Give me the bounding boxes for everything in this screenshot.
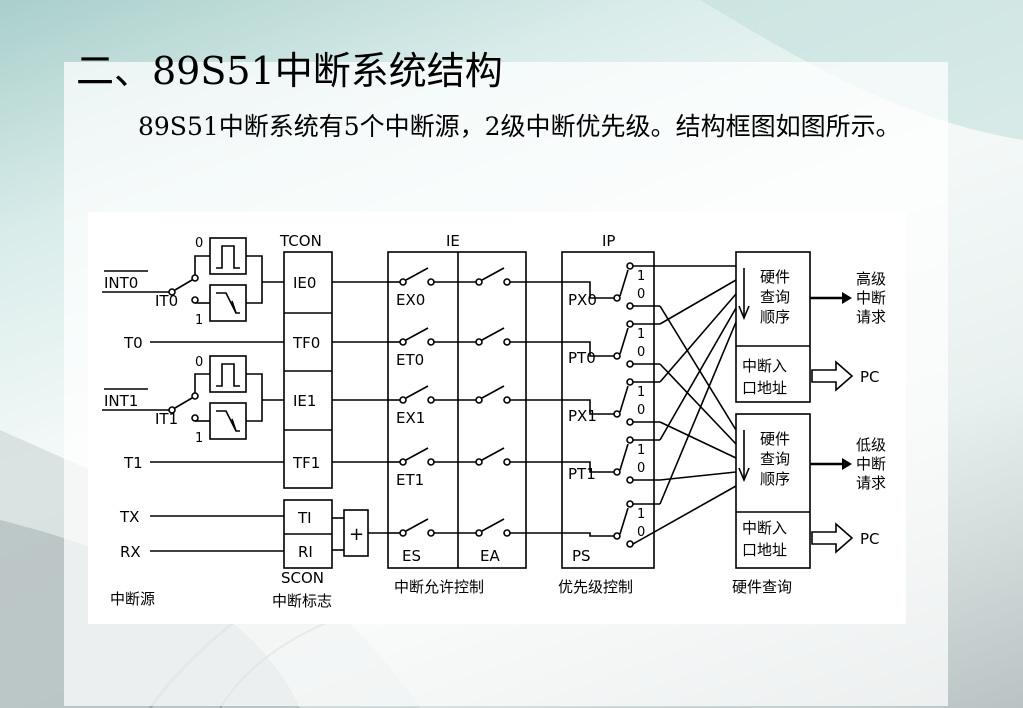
or-gate-symbol: + — [349, 524, 364, 545]
ie-switch-es: ES — [402, 547, 421, 565]
ie-switch-et0: ET0 — [396, 351, 424, 369]
t1-label: T1 — [123, 454, 143, 472]
vector-address-low: 中断入口地址 — [742, 519, 787, 559]
ip-switch-px1: PX1 — [568, 407, 597, 425]
low-priority-request: 低级中断请求 — [856, 436, 886, 492]
enable-caption: 中断允许控制 — [394, 578, 484, 596]
hw-query-order-high: 硬件查询顺序 — [760, 268, 790, 326]
ip-px1-state-0: 0 — [637, 403, 645, 418]
ip-switch-ps: PS — [572, 547, 591, 565]
int0-state-0: 0 — [195, 236, 203, 251]
ip-pt1-state-1: 1 — [637, 443, 645, 458]
ie-switch-ex1: EX1 — [396, 409, 425, 427]
flag-ie0: IE0 — [293, 274, 316, 292]
vector-address-high: 中断入口地址 — [742, 357, 787, 397]
hwquery-caption: 硬件查询 — [732, 578, 792, 596]
slide-title: 二、89S51中断系统结构 — [76, 49, 503, 93]
flag-ti: TI — [297, 509, 312, 527]
int1-state-0: 0 — [195, 355, 203, 370]
ip-px0-state-0: 0 — [637, 287, 645, 302]
rx-label: RX — [120, 543, 141, 561]
flag-tf0: TF0 — [292, 334, 320, 352]
tx-label: TX — [119, 508, 139, 526]
flag-tf1: TF1 — [292, 454, 320, 472]
body-paragraph: 89S51中断系统有5个中断源，2级中断优先级。结构框图如图所示。 — [138, 112, 901, 141]
pc-label-low: PC — [860, 530, 880, 548]
ie-switch-ea: EA — [480, 547, 500, 565]
it1-label: IT1 — [155, 410, 178, 428]
ip-px0-state-1: 1 — [637, 269, 645, 284]
scon-label: SCON — [281, 569, 324, 587]
t0-label: T0 — [123, 334, 143, 352]
priority-caption: 优先级控制 — [558, 578, 633, 596]
diagram-svg: INT0 IT0 T0 INT1 IT1 T1 TX RX 0 1 0 1 TC… — [102, 232, 886, 610]
high-priority-request: 高级中断请求 — [856, 270, 886, 326]
flag-ie1: IE1 — [293, 392, 316, 410]
ip-px1-state-1: 1 — [637, 385, 645, 400]
int0-state-1: 1 — [195, 313, 203, 328]
int1-state-1: 1 — [195, 431, 203, 446]
ip-switch-pt1: PT1 — [568, 465, 596, 483]
it0-label: IT0 — [155, 292, 178, 310]
ip-pt0-state-0: 0 — [637, 345, 645, 360]
ip-switch-px0: PX0 — [568, 291, 597, 309]
ip-ps-state-1: 1 — [637, 507, 645, 522]
flags-caption: 中断标志 — [272, 592, 332, 610]
int1-label: INT1 — [104, 392, 138, 410]
ie-label: IE — [446, 232, 460, 250]
interrupt-structure-diagram: INT0 IT0 T0 INT1 IT1 T1 TX RX 0 1 0 1 TC… — [88, 212, 906, 624]
ip-label: IP — [602, 232, 615, 250]
ie-switch-ex0: EX0 — [396, 291, 425, 309]
pc-label-high: PC — [860, 368, 880, 386]
hw-query-order-low: 硬件查询顺序 — [760, 430, 790, 488]
int0-label: INT0 — [104, 274, 138, 292]
ip-pt0-state-1: 1 — [637, 327, 645, 342]
flag-ri: RI — [298, 543, 313, 561]
source-caption: 中断源 — [110, 590, 155, 608]
ip-pt1-state-0: 0 — [637, 461, 645, 476]
ie-switch-et1: ET1 — [396, 471, 424, 489]
ip-switch-pt0: PT0 — [568, 349, 596, 367]
tcon-label: TCON — [279, 232, 322, 250]
ip-ps-state-0: 0 — [637, 525, 645, 540]
